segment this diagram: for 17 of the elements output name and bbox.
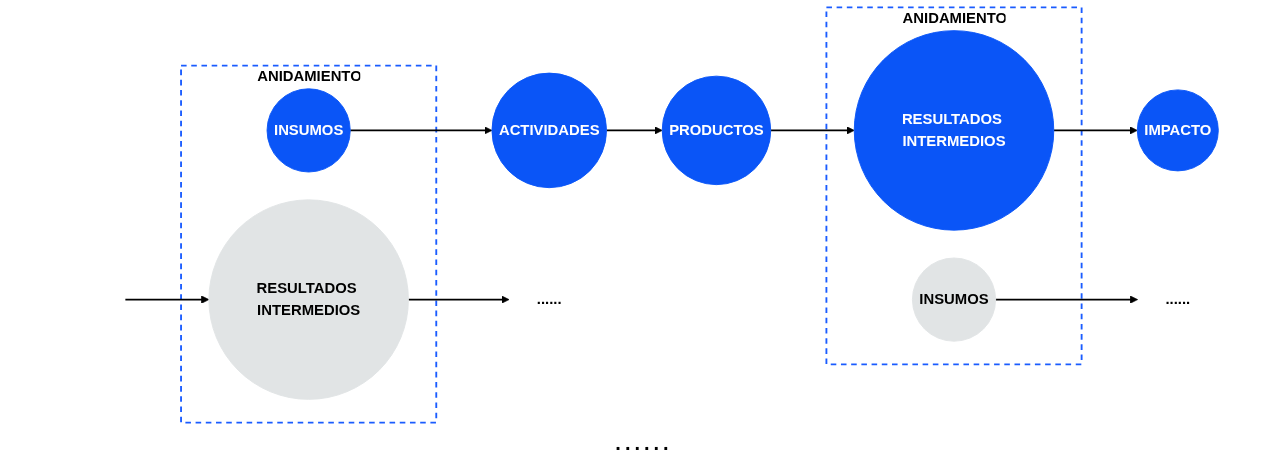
arrow	[769, 126, 855, 135]
node-circle: RESULTADOS INTERMEDIOS	[208, 199, 409, 400]
arrow	[349, 126, 493, 135]
arrow	[1052, 126, 1138, 135]
node-text: ......	[536, 291, 562, 308]
arrow	[605, 126, 663, 135]
node-circle: IMPACTO	[1136, 89, 1219, 172]
node-circle: INSUMOS	[266, 88, 351, 173]
arrow	[124, 295, 210, 304]
arrow	[994, 295, 1138, 304]
node-circle: INSUMOS	[911, 257, 997, 342]
ellipsis-label: ......	[615, 432, 673, 454]
node-circle: RESULTADOS INTERMEDIOS	[853, 30, 1055, 231]
node-circle: ACTIVIDADES	[491, 72, 607, 189]
arrow	[407, 295, 510, 304]
node-text: ......	[1165, 291, 1191, 308]
node-circle: PRODUCTOS	[661, 75, 772, 186]
